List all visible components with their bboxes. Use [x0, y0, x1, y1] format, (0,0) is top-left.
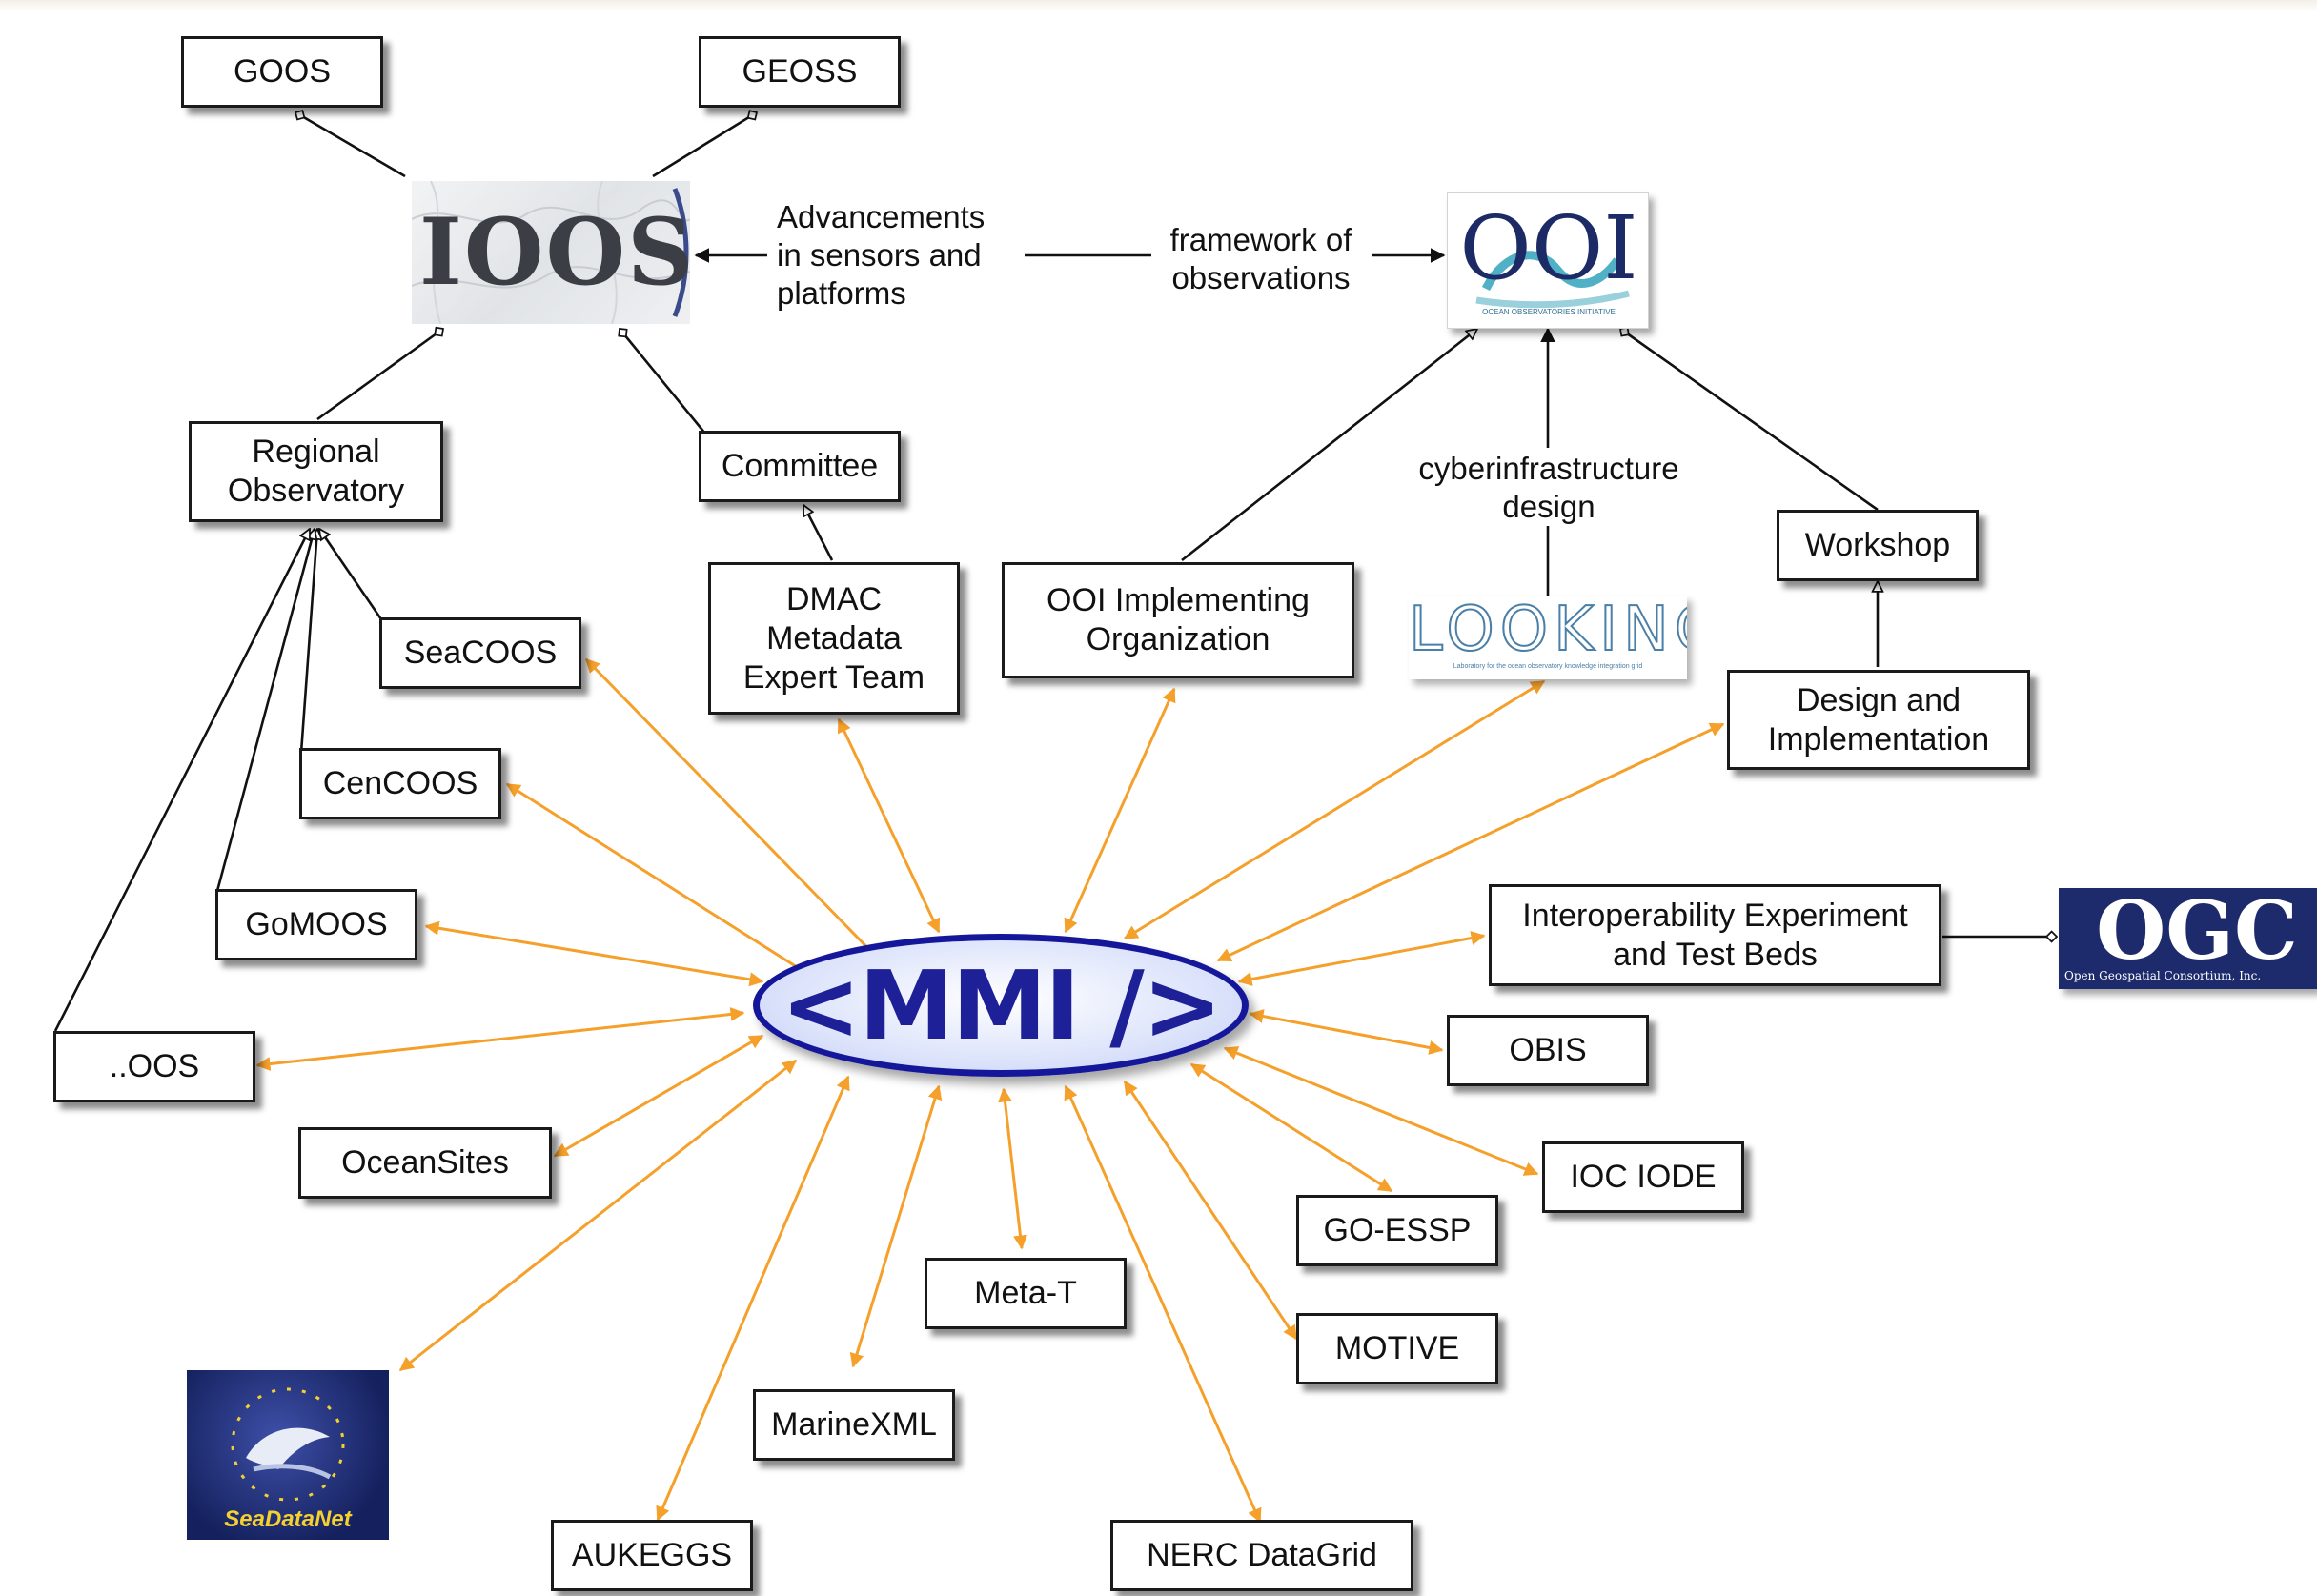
regional-observatory-node: Regional Observatory — [189, 421, 443, 522]
mmi-link-seadatanet — [398, 1059, 798, 1372]
mmi-link-ioc — [1223, 1046, 1539, 1176]
link-dmac-committee — [802, 505, 834, 561]
link-goos-ioos — [295, 112, 406, 178]
ooi-logo-subtitle: OCEAN OBSERVATORIES INITIATIVE — [1482, 308, 1616, 316]
seadatanet-logo: SeaDataNet — [187, 1370, 389, 1540]
mmi-link-aukeggs — [656, 1075, 850, 1522]
link-ooiimpl-ooi — [1181, 329, 1477, 562]
marinexml-node: MarineXML — [753, 1389, 955, 1461]
mmi-link-interop — [1237, 931, 1486, 986]
mmi-link-dmac — [837, 717, 941, 934]
mmi-link-oceansites — [553, 1034, 764, 1158]
top-edge — [0, 0, 2317, 11]
link-workshop-ooi — [1620, 329, 1879, 512]
seacoos-node: SeaCOOS — [379, 617, 581, 689]
looking-logo: LOOKING Laboratory for the ocean observa… — [1409, 596, 1687, 679]
obis-node: OBIS — [1447, 1015, 1649, 1086]
ioos-logo-texture — [412, 181, 690, 324]
nerc-datagrid-node: NERC DataGrid — [1110, 1520, 1413, 1591]
advancements-label: Advancements in sensors and platforms — [777, 198, 1025, 313]
ioos-logo-text: IOOS — [419, 198, 690, 306]
seadatanet-logo-text: SeaDataNet — [224, 1506, 352, 1532]
ogc-logo-subtitle: Open Geospatial Consortium, Inc. — [2064, 969, 2262, 982]
cencoos-node: CenCOOS — [299, 748, 501, 819]
ooi-wave-graphic — [1475, 251, 1630, 309]
link-geoss-ioos — [652, 112, 757, 178]
mmi-link-oos — [255, 1006, 745, 1072]
mmi-link-gomoos — [424, 920, 764, 987]
dmac-node: DMAC Metadata Expert Team — [708, 562, 960, 715]
ogc-logo-text: OGC — [2096, 888, 2298, 978]
link-seacoos-regional — [319, 529, 383, 620]
workshop-node: Workshop — [1777, 510, 1979, 581]
ooi-logo: OOI OCEAN OBSERVATORIES INITIATIVE — [1447, 192, 1649, 329]
link-gomoos-regional — [215, 529, 315, 892]
looking-logo-subtitle: Laboratory for the ocean observatory kno… — [1453, 663, 1643, 670]
seadatanet-emblem — [231, 1387, 345, 1502]
mmi-link-motive — [1123, 1080, 1298, 1341]
ooi-implementing-node: OOI Implementing Organization — [1002, 562, 1354, 678]
cyberinfrastructure-label: cyberinfrastructure design — [1387, 450, 1711, 526]
geoss-node: GEOSS — [699, 36, 901, 108]
committee-node: Committee — [699, 431, 901, 502]
interoperability-node: Interoperability Experiment and Test Bed… — [1489, 884, 1941, 986]
mmi-label: <MMI /> — [781, 949, 1222, 1061]
oceansites-node: OceanSites — [298, 1127, 552, 1199]
mmi-link-marinexml — [849, 1084, 943, 1368]
oos-node: ..OOS — [53, 1031, 255, 1102]
ogc-logo: OGC Open Geospatial Consortium, Inc. — [2059, 888, 2317, 989]
link-committee-ioos — [620, 329, 707, 434]
design-implementation-node: Design and Implementation — [1727, 670, 2030, 770]
link-regional-ioos — [316, 329, 443, 421]
mmi-center-node: <MMI /> — [753, 934, 1249, 1077]
goos-node: GOOS — [181, 36, 383, 108]
ioos-logo: IOOS — [412, 181, 690, 324]
link-oos-regional — [53, 529, 312, 1032]
meta-t-node: Meta-T — [925, 1258, 1127, 1329]
mmi-link-metat — [998, 1087, 1027, 1250]
ioc-iode-node: IOC IODE — [1542, 1141, 1744, 1213]
mmi-link-obis — [1249, 1009, 1444, 1055]
mmi-link-looking — [1123, 679, 1546, 940]
looking-logo-text: LOOKING — [1409, 596, 1687, 665]
mmi-link-goessp — [1189, 1062, 1393, 1193]
go-essp-node: GO-ESSP — [1296, 1195, 1498, 1266]
mmi-link-cencoos — [505, 782, 822, 983]
framework-label: framework of observations — [1151, 221, 1371, 297]
mmi-link-ooiimpl — [1064, 687, 1176, 934]
ooi-logo-text: OOI — [1459, 197, 1638, 299]
link-cencoos-regional — [299, 529, 317, 754]
motive-node: MOTIVE — [1296, 1313, 1498, 1384]
aukeggs-node: AUKEGGS — [551, 1520, 753, 1591]
gomoos-node: GoMOOS — [215, 889, 417, 960]
